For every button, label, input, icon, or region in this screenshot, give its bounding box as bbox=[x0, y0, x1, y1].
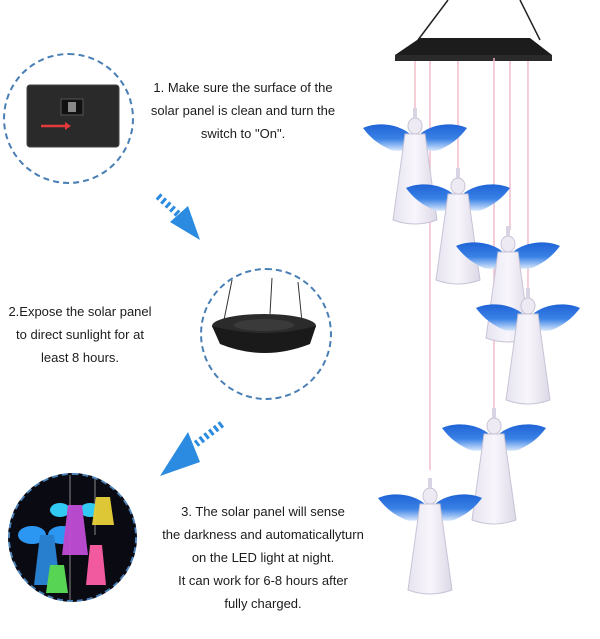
step-3-line-2: the darkness and automaticallyturn bbox=[162, 527, 364, 542]
step-1-line-2: solar panel is clean and turn the bbox=[150, 103, 336, 118]
step-2-text: 2.Expose the solar panel to direct sunli… bbox=[0, 300, 160, 369]
solar-panel-closeup bbox=[200, 268, 332, 400]
step-3-line-4: It can work for 6-8 hours after bbox=[178, 573, 348, 588]
step-3-text: 3. The solar panel will sense the darkne… bbox=[148, 500, 378, 615]
step-2-line-3: least 8 hours. bbox=[40, 350, 120, 365]
switch-panel-closeup bbox=[3, 53, 134, 184]
step-1-text: 1. Make sure the surface of the solar pa… bbox=[143, 76, 343, 145]
glowing-angels-closeup bbox=[8, 473, 137, 602]
angel-wind-chime bbox=[362, 0, 581, 595]
step-3-line-5: fully charged. bbox=[224, 596, 302, 611]
step-3-line-3: on the LED light at night. bbox=[191, 550, 335, 565]
step-1-line-3: switch to "On". bbox=[200, 126, 286, 141]
step-1-line-1: 1. Make sure the surface of the bbox=[153, 80, 333, 95]
step-2-line-2: to direct sunlight for at bbox=[16, 327, 144, 342]
step-2-line-1: 2.Expose the solar panel bbox=[8, 304, 152, 319]
step-3-line-1: 3. The solar panel will sense bbox=[181, 504, 345, 519]
down-arrow-icon bbox=[160, 421, 225, 476]
down-arrow-icon bbox=[155, 193, 200, 240]
